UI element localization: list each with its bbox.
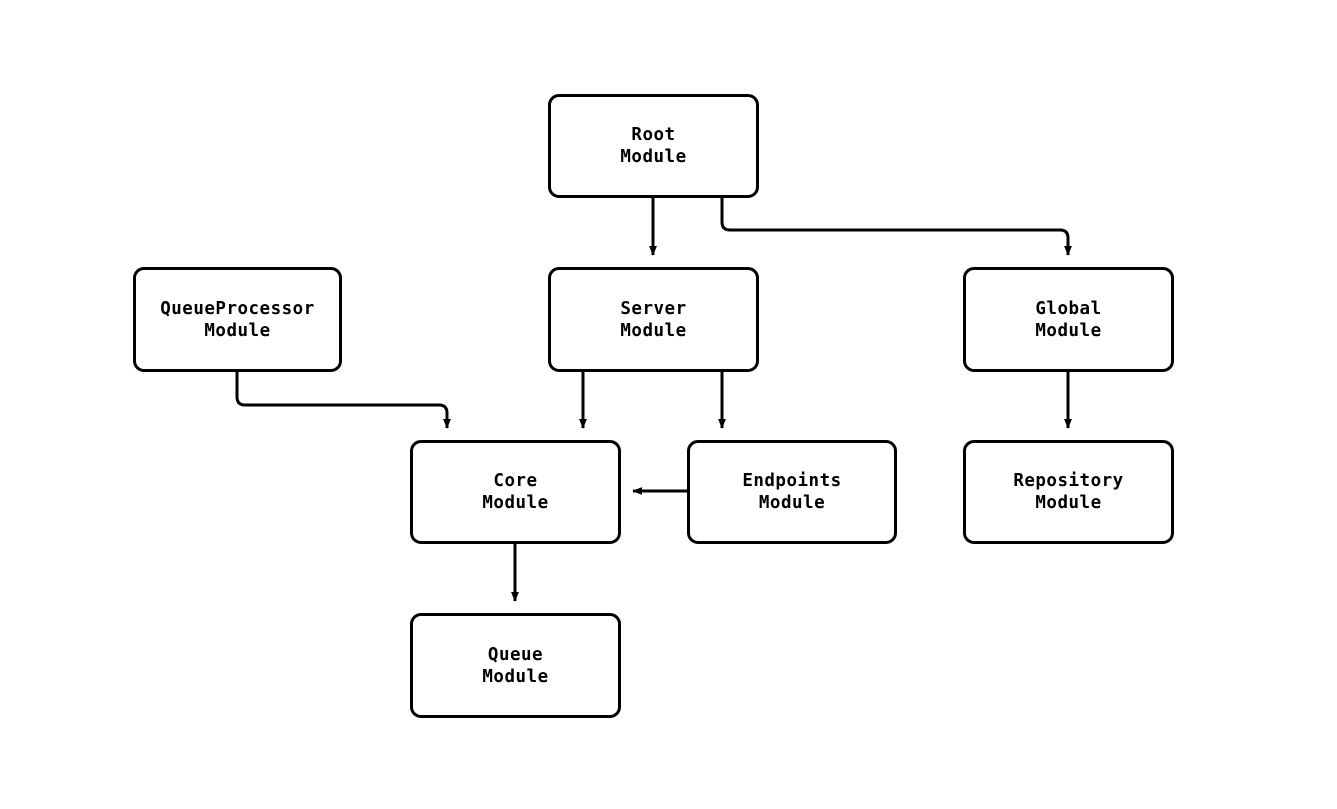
node-endpoints-line2: Module (758, 493, 826, 513)
node-queueprocessor-line1: QueueProcessor (160, 298, 315, 319)
edge-root-global (720, 198, 1072, 256)
node-root-line2: Module (620, 147, 687, 167)
node-server-line2: Module (620, 320, 687, 341)
node-repository-line2: Module (1035, 493, 1102, 513)
node-root-line1: Root (631, 125, 676, 145)
node-global-line1: Global (1035, 298, 1102, 319)
node-queueprocessor[interactable]: QueueProcessor Module (133, 267, 342, 372)
node-core-line2: Module (482, 493, 549, 513)
node-queue-line2: Module (482, 666, 549, 687)
node-core-line1: Core (493, 471, 538, 491)
edge-queueprocessor-core (235, 372, 451, 429)
node-queue-line1: Queue (487, 644, 544, 665)
node-server-line1: Server (620, 298, 687, 319)
node-global-line2: Module (1035, 320, 1102, 341)
node-queueprocessor-line2: Module (204, 320, 271, 341)
node-root[interactable]: Root Module (548, 94, 759, 198)
edge-group (235, 198, 1072, 602)
node-server[interactable]: Server Module (548, 267, 759, 372)
node-repository[interactable]: Repository Module (963, 440, 1174, 544)
node-endpoints[interactable]: Endpoints Module (687, 440, 897, 544)
node-endpoints-line1: Endpoints (742, 471, 842, 491)
node-global[interactable]: Global Module (963, 267, 1174, 372)
node-queue[interactable]: Queue Module (410, 613, 621, 718)
node-core[interactable]: Core Module (410, 440, 621, 544)
node-repository-line1: Repository (1013, 471, 1124, 491)
